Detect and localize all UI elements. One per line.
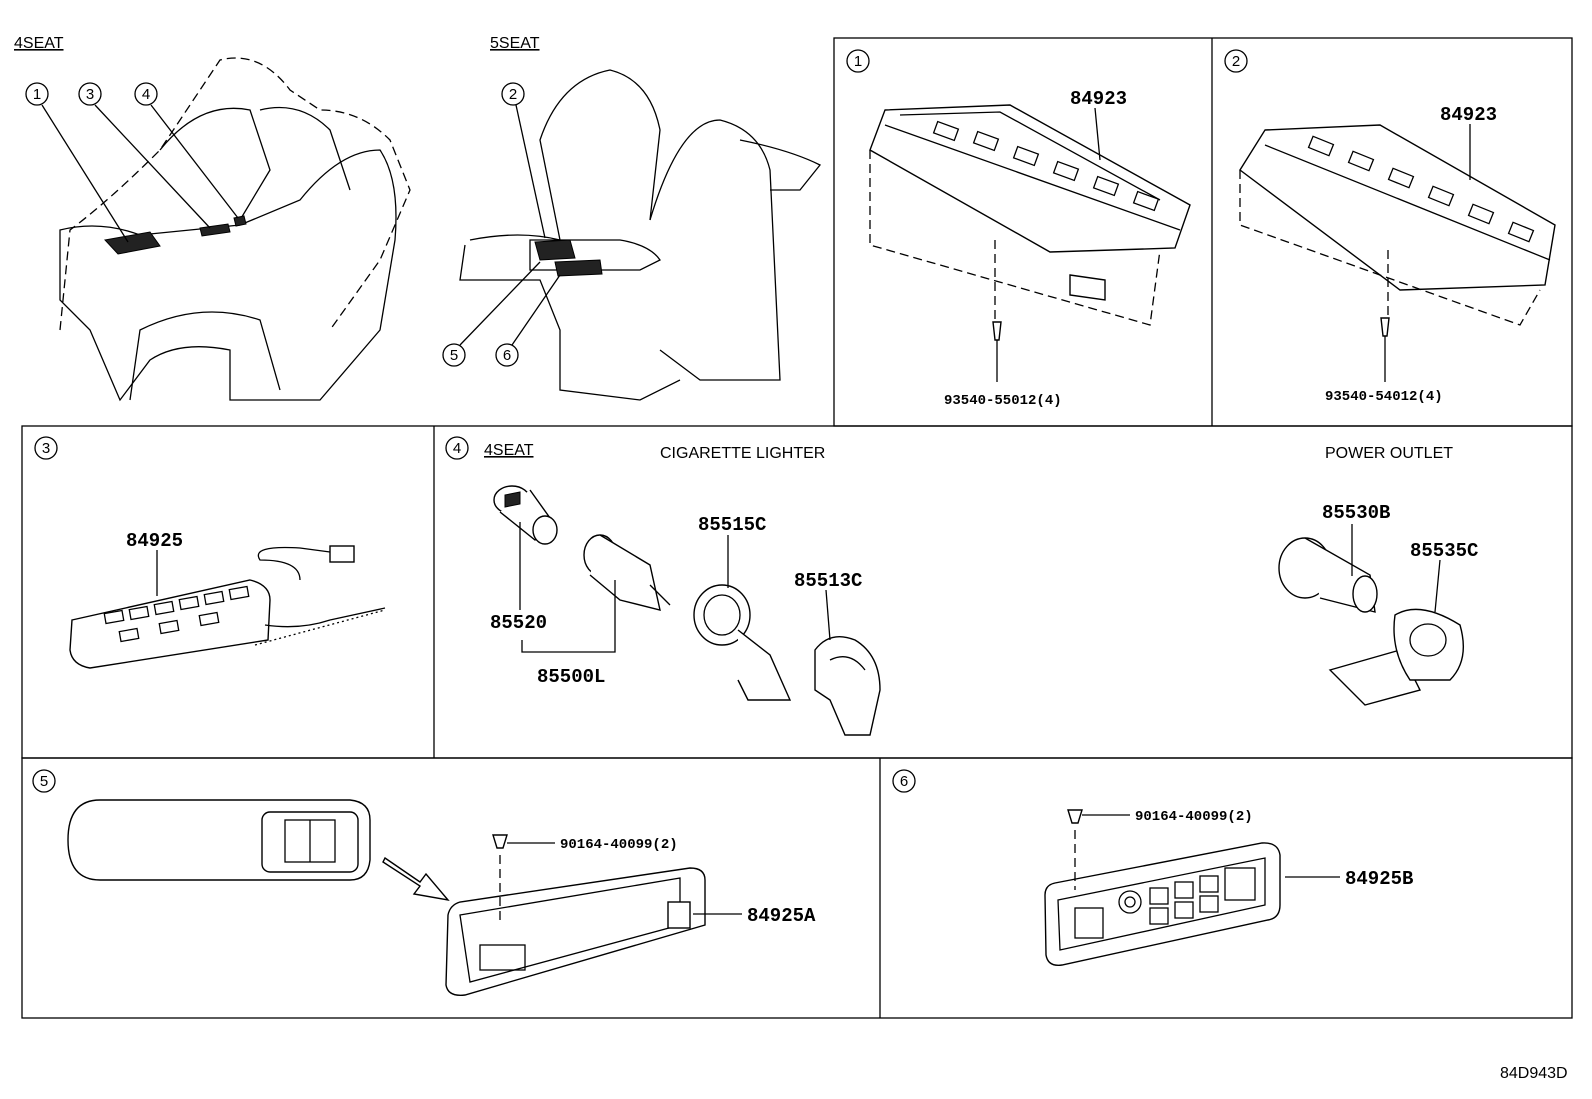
part-85515c: 85515C — [698, 514, 766, 536]
screw-90164-a — [492, 834, 508, 849]
switch-shape-5 — [534, 239, 576, 261]
ring-85515c — [693, 584, 792, 701]
callout-6-seat5: 6 — [495, 274, 561, 367]
switch-84925a — [445, 867, 706, 996]
outlet-socket-85530b — [1278, 537, 1378, 613]
panel-5-number: 5 — [32, 769, 56, 793]
part-84925: 84925 — [126, 530, 183, 552]
frame-bottom — [21, 757, 1573, 1019]
switch-shape-6 — [554, 259, 603, 277]
panel-2: 2 84923 93540-54012(4) — [1224, 49, 1556, 405]
svg-text:2: 2 — [509, 86, 517, 103]
svg-text:4: 4 — [453, 440, 461, 457]
panel-1-number: 1 — [846, 49, 870, 73]
switch-shape-4 — [233, 215, 247, 227]
switch-assembly-84923-a — [869, 104, 1191, 253]
panel-3-number: 3 — [34, 436, 58, 460]
callout-5-seat5: 5 — [442, 261, 541, 367]
svg-text:5: 5 — [450, 347, 458, 364]
panel-4-number: 4 — [445, 436, 469, 460]
part-85520: 85520 — [490, 612, 547, 634]
panel-6: 6 90164-40099(2) 84925B — [892, 769, 1413, 966]
part-85500l: 85500L — [537, 666, 605, 688]
part-85530b: 85530B — [1322, 502, 1390, 524]
power-outlet-label: POWER OUTLET — [1325, 445, 1453, 462]
lighter-socket-85500l — [583, 534, 671, 611]
panel-1: 1 84923 93540-55012(4) — [846, 49, 1191, 409]
panel-6-number: 6 — [892, 769, 916, 793]
part-84925b: 84925B — [1345, 868, 1413, 890]
direction-arrow — [382, 856, 450, 902]
screw-93540-a — [992, 321, 1002, 341]
screw-93540-b — [1380, 317, 1390, 337]
svg-text:1: 1 — [854, 53, 862, 70]
outlet-cover-85535c — [1328, 608, 1464, 706]
switch-shape-3 — [199, 223, 231, 237]
svg-text:3: 3 — [86, 86, 94, 103]
svg-text:3: 3 — [42, 440, 50, 457]
switch-84925a-button — [667, 901, 691, 929]
seat4-panel4-label: 4SEAT — [484, 442, 534, 459]
part-84923-a: 84923 — [1070, 88, 1127, 110]
diagram-id: 84D943D — [1500, 1065, 1568, 1082]
seat4-label: 4SEAT — [14, 35, 64, 52]
svg-text:6: 6 — [900, 773, 908, 790]
callout-2-seat5: 2 — [501, 82, 546, 239]
lighter-knob-85520 — [493, 485, 558, 545]
panel-5: 5 90164-40099(2) 84925A — [32, 769, 816, 996]
seat4-section: 4SEAT 1 3 4 — [14, 35, 411, 402]
switch-assembly-84923-b — [1239, 124, 1556, 291]
part-84923-b: 84923 — [1440, 104, 1497, 126]
part-90164-40099-a: 90164-40099(2) — [560, 837, 678, 853]
screw-90164-b — [1067, 809, 1083, 824]
part-85513c: 85513C — [794, 570, 862, 592]
connector-84925 — [329, 545, 355, 563]
svg-text:1: 1 — [33, 86, 41, 103]
part-93540-55012: 93540-55012(4) — [944, 393, 1062, 409]
panel-2-number: 2 — [1224, 49, 1248, 73]
svg-text:6: 6 — [503, 347, 511, 364]
svg-text:5: 5 — [40, 773, 48, 790]
callout-4-seat4: 4 — [134, 82, 239, 219]
panel-4: 4 4SEAT CIGARETTE LIGHTER POWER OUTLET 8… — [445, 436, 1478, 736]
switch-shape-1 — [104, 231, 161, 255]
part-84925a: 84925A — [747, 905, 816, 927]
callout-1-seat4: 1 — [25, 82, 129, 243]
bracket-85513c — [814, 636, 881, 736]
part-93540-54012: 93540-54012(4) — [1325, 389, 1443, 405]
part-90164-40099-b: 90164-40099(2) — [1135, 809, 1253, 825]
cigarette-lighter-label: CIGARETTE LIGHTER — [660, 445, 825, 462]
svg-text:2: 2 — [1232, 53, 1240, 70]
panel-3: 3 84925 — [34, 436, 386, 669]
remote-84925 — [69, 579, 271, 669]
seat5-section: 5SEAT 2 5 6 — [442, 35, 822, 401]
svg-text:4: 4 — [142, 86, 150, 103]
part-85535c: 85535C — [1410, 540, 1478, 562]
seat5-label: 5SEAT — [490, 35, 540, 52]
callout-3-seat4: 3 — [78, 82, 211, 229]
panel-frames — [21, 37, 1573, 1019]
